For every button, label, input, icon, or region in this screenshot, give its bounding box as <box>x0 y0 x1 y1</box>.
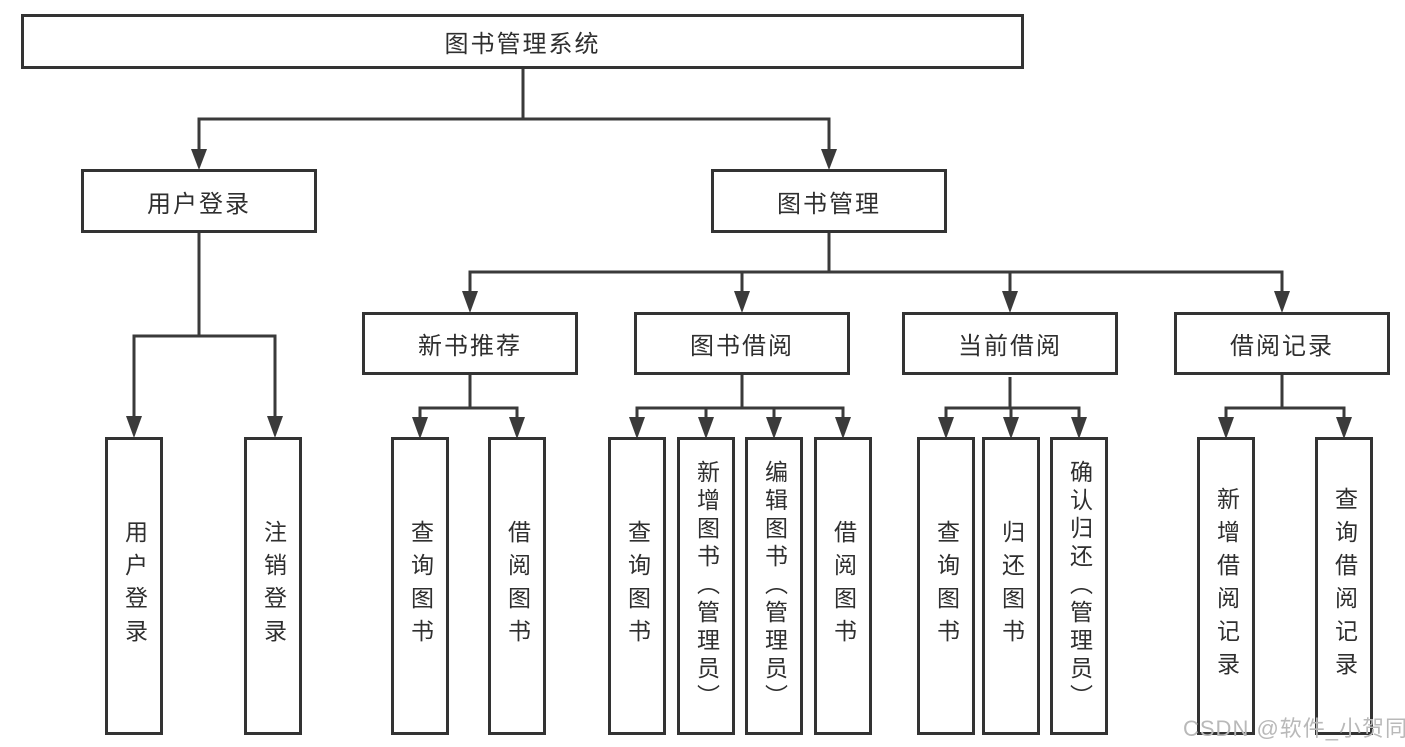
connector-book-borrow-children <box>635 375 845 419</box>
node-new-book-recommend: 新书推荐 <box>362 312 578 375</box>
arrowhead <box>1071 417 1087 439</box>
arrowhead <box>1003 417 1019 439</box>
arrowhead <box>1274 291 1290 313</box>
arrowhead <box>938 417 954 439</box>
node-borrow-records: 借阅记录 <box>1174 312 1390 375</box>
connector-current-borrow-children <box>944 377 1081 419</box>
connector-new-book-recommend-children <box>418 375 519 419</box>
leaf-query-books-current: 查询图书 <box>917 437 975 735</box>
arrowhead <box>1218 417 1234 439</box>
node-current-borrow: 当前借阅 <box>902 312 1118 375</box>
leaf-add-books-admin: 新增图书（管理员） <box>677 437 735 735</box>
node-user-login: 用户登录 <box>81 169 317 233</box>
leaf-borrow-books-recommend: 借阅图书 <box>488 437 546 735</box>
connector-borrow-records-children <box>1224 375 1346 419</box>
arrowhead <box>412 417 428 439</box>
arrowhead <box>821 149 837 170</box>
leaf-confirm-return-admin: 确认归还（管理员） <box>1050 437 1108 735</box>
csdn-watermark: CSDN @软件_小贺同学 <box>1183 716 1405 741</box>
node-book-management: 图书管理 <box>711 169 947 233</box>
arrowhead <box>766 417 782 439</box>
leaf-query-borrow-record: 查询借阅记录 <box>1315 437 1373 735</box>
leaf-edit-books-admin: 编辑图书（管理员） <box>745 437 803 735</box>
node-library-management-system: 图书管理系统 <box>21 14 1024 69</box>
node-book-borrow: 图书借阅 <box>634 312 850 375</box>
arrowhead <box>191 149 207 170</box>
connector-root-to-level2 <box>197 69 831 152</box>
arrowhead <box>835 417 851 439</box>
arrowhead <box>629 417 645 439</box>
arrowhead <box>1002 291 1018 313</box>
leaf-add-borrow-record: 新增借阅记录 <box>1197 437 1255 735</box>
leaf-borrow-books: 借阅图书 <box>814 437 872 735</box>
leaf-query-books-borrow: 查询图书 <box>608 437 666 735</box>
arrowhead <box>509 417 525 439</box>
leaf-user-login: 用户登录 <box>105 437 163 735</box>
leaf-query-books-recommend: 查询图书 <box>391 437 449 735</box>
leaf-return-books: 归还图书 <box>982 437 1040 735</box>
arrowhead <box>1336 417 1352 439</box>
connector-book-management-children <box>468 233 1284 294</box>
arrowhead <box>126 416 142 438</box>
arrowhead <box>267 416 283 438</box>
arrowhead <box>734 291 750 313</box>
leaf-logout: 注销登录 <box>244 437 302 735</box>
connector-user-login-children <box>132 233 277 419</box>
arrowhead <box>698 417 714 439</box>
arrowhead <box>462 291 478 313</box>
